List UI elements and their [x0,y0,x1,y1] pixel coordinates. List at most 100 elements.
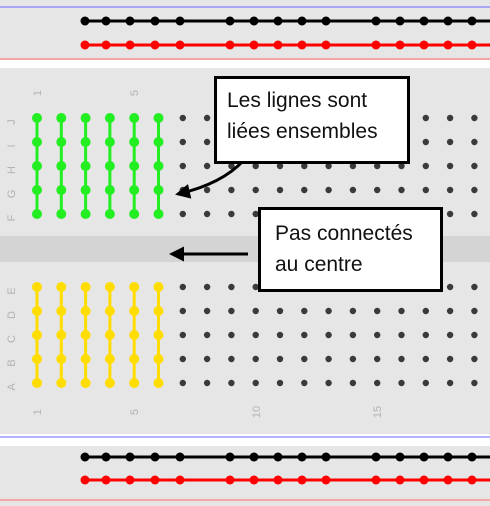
bottom-strip-hole [203,355,211,363]
bottom-rail-black-hole [273,452,283,462]
top-rail-red-hole [80,40,90,50]
top-strip-connected-hole [104,113,115,123]
top-strip-connected-hole [56,209,67,219]
bottom-rail-black-hole [101,452,111,462]
bottom-strip-connected-hole [56,282,67,292]
top-strip-hole [203,114,211,122]
top-rail-red-hole [175,40,185,50]
top-rail-black-hole [150,16,160,26]
bottom-strip-connected-hole [153,378,164,388]
bottom-strip-hole [325,355,332,363]
bottom-rail-red-hole [419,475,429,485]
top-strip-hole [179,162,186,170]
callout-rows-linked: Les lignes sont liées ensembles [214,76,410,164]
top-strip-hole [446,138,454,146]
top-strip-hole [398,186,405,194]
top-strip-hole [179,138,186,146]
top-rail-red-hole [419,40,429,50]
bottom-strip-hole [228,307,235,315]
bottom-strip-hole [374,355,381,363]
top-strip-connected-hole [104,185,115,195]
bottom-strip-hole [422,355,429,363]
top-strip-hole [471,138,478,146]
top-strip-hole [446,210,454,218]
bottom-strip-hole [179,283,186,291]
top-rail-black-hole [175,16,185,26]
bottom-rail-black-hole [419,452,429,462]
bottom-strip-hole [349,331,357,339]
top-strip-hole [374,186,381,194]
top-rail-black-hole [371,16,381,26]
bottom-strip-hole [252,283,259,291]
bottom-strip-hole [325,307,332,315]
bottom-strip-connected-hole [32,306,42,316]
top-strip-connected-hole [80,113,91,123]
top-rail-black-hole [297,16,307,26]
bottom-strip-hole [252,355,259,363]
bottom-column-number: 5 [129,409,141,415]
top-column-number: 1 [32,90,44,96]
bottom-rail-red-hole [395,475,405,485]
bottom-rail-black-hole [395,452,405,462]
bottom-strip-hole [276,307,284,315]
bottom-rail-red-hole [125,475,135,485]
bottom-strip-hole [228,283,235,291]
top-strip-hole [252,210,259,218]
bottom-rail-black-hole [150,452,160,462]
top-rail-red-hole [297,40,307,50]
top-rail-red-hole [467,40,477,50]
bottom-strip-hole [203,307,211,315]
bottom-row-letter: D [6,311,18,319]
bottom-rail-black-hole [467,452,477,462]
top-strip-connected-hole [129,161,140,171]
bottom-strip-hole [325,379,332,387]
top-strip-connected-hole [80,161,91,171]
bottom-rail-black-hole [225,452,235,462]
top-strip-connected-hole [80,209,91,219]
bottom-rail-red-hole [80,475,90,485]
bottom-strip-connected-hole [104,354,115,364]
bottom-strip-connected-hole [129,306,140,316]
bottom-column-number: 1 [32,409,44,415]
top-rail-red-hole [101,40,111,50]
bottom-strip-hole [398,331,405,339]
bottom-strip-hole [179,331,186,339]
bottom-strip-hole [203,283,211,291]
bottom-row-letter: C [6,335,18,343]
bottom-strip-connected-hole [32,354,42,364]
top-strip-connected-hole [32,137,42,147]
bottom-rail-black-hole [297,452,307,462]
bottom-rail-red-hole [371,475,381,485]
bottom-strip-hole [349,307,357,315]
bottom-strip-hole [276,379,284,387]
bottom-strip-connected-hole [129,354,140,364]
top-rail-black-hole [225,16,235,26]
top-strip-connected-hole [104,161,115,171]
bottom-strip-hole [301,355,308,363]
top-strip-hole [203,138,211,146]
top-strip-connected-hole [129,113,140,123]
bottom-strip-connected-hole [129,378,140,388]
bottom-row-letter: B [6,359,18,366]
top-rail-black-hole [395,16,405,26]
top-rail-red-hole [125,40,135,50]
top-strip-hole [179,114,186,122]
bottom-strip-connected-hole [56,354,67,364]
bottom-strip-hole [276,355,284,363]
bottom-strip-hole [471,379,478,387]
top-strip-hole [446,114,454,122]
bottom-strip-connected-hole [153,306,164,316]
top-strip-connected-hole [80,185,91,195]
top-row-letter: F [6,214,18,221]
bottom-rail-black-hole [125,452,135,462]
bottom-rail-red-hole [273,475,283,485]
bottom-strip-hole [276,331,284,339]
bottom-strip-connected-hole [104,306,115,316]
top-row-letter: J [6,119,18,125]
top-strip-hole [471,210,478,218]
bottom-rail-red-hole [225,475,235,485]
bottom-rail-red-hole [175,475,185,485]
top-strip-hole [422,186,429,194]
bottom-strip-hole [471,307,478,315]
top-rail-black-hole [80,16,90,26]
